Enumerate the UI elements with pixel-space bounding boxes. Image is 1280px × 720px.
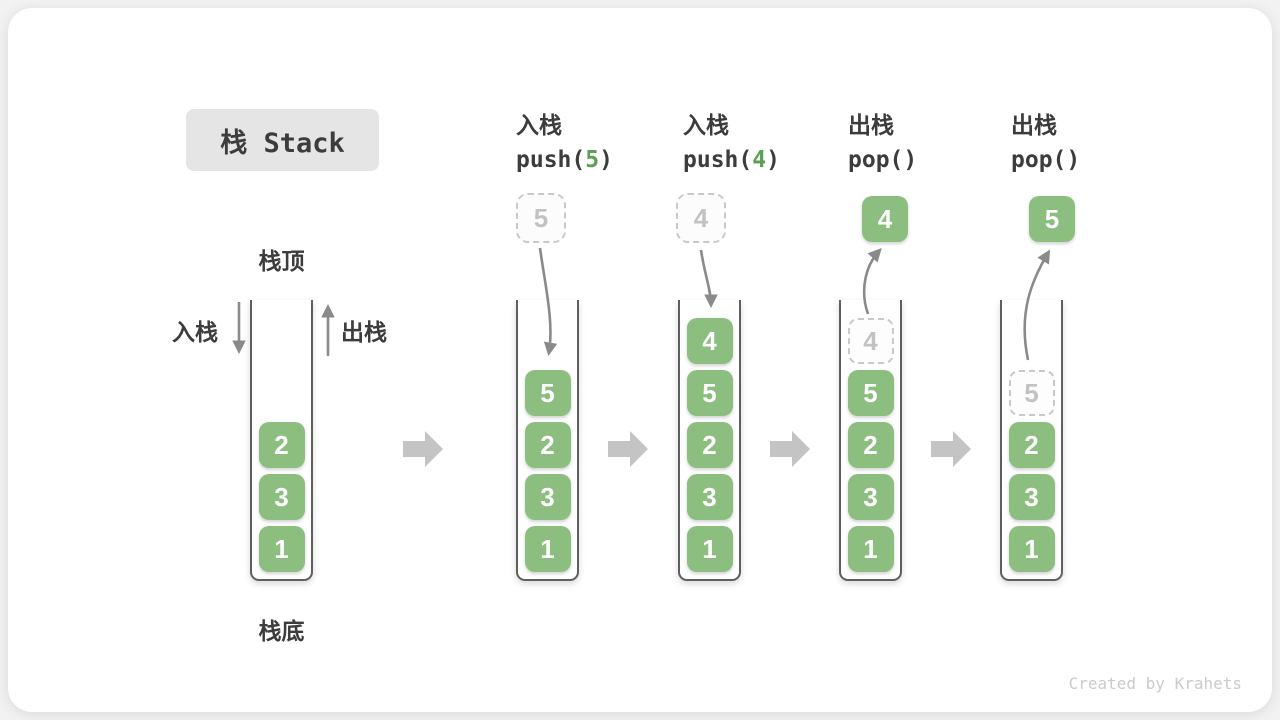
op-push-5: 入栈 push(5) xyxy=(516,106,613,173)
stack-after-pop-4: 4 5 2 3 1 xyxy=(839,300,902,581)
op-pop-2-code: pop() xyxy=(1011,147,1080,173)
stack-cell: 3 xyxy=(1008,474,1055,520)
popped-value-box-5: 5 xyxy=(1029,196,1075,242)
code-pre: push( xyxy=(516,147,586,173)
code-pre: push( xyxy=(683,147,753,173)
stack-cell: 2 xyxy=(258,422,305,468)
stack-cell: 1 xyxy=(1008,526,1055,572)
stack-cell-ghost: 4 xyxy=(847,318,894,364)
state-transition-arrow-icon xyxy=(931,431,971,467)
label-stack-top: 栈顶 xyxy=(258,248,305,274)
stack-cell: 3 xyxy=(847,474,894,520)
stack-cell: 1 xyxy=(524,526,571,572)
code-post: ) xyxy=(599,147,613,173)
state-transition-arrow-icon xyxy=(770,431,810,467)
stack-cell: 1 xyxy=(686,526,733,572)
stack-initial: 2 3 1 xyxy=(250,300,313,581)
stack-cell: 3 xyxy=(524,474,571,520)
stack-cell: 4 xyxy=(686,318,733,364)
op-pop-1-name: 出栈 xyxy=(848,112,894,138)
state-transition-arrow-icon xyxy=(403,431,443,467)
label-pop-side: 出栈 xyxy=(341,319,387,345)
code-pre: pop( xyxy=(1011,147,1067,173)
stack-after-push-5: 5 2 3 1 xyxy=(516,300,579,581)
op-push-5-code: push(5) xyxy=(516,147,613,173)
incoming-value-box-4: 4 xyxy=(676,193,726,243)
watermark: Created by Krahets xyxy=(1068,674,1242,693)
incoming-value-box-5: 5 xyxy=(516,193,566,243)
stack-cell: 2 xyxy=(524,422,571,468)
stack-cell: 3 xyxy=(258,474,305,520)
stack-cell: 5 xyxy=(686,370,733,416)
op-push-5-name: 入栈 xyxy=(516,112,562,138)
op-push-4-code: push(4) xyxy=(683,147,780,173)
state-transition-arrow-icon xyxy=(608,431,648,467)
op-pop-2: 出栈 pop() xyxy=(1011,106,1080,173)
code-pre: pop( xyxy=(848,147,904,173)
stack-cell: 5 xyxy=(847,370,894,416)
label-push-side: 入栈 xyxy=(172,319,218,345)
stack-cell: 1 xyxy=(847,526,894,572)
stack-after-pop-5: 5 2 3 1 xyxy=(1000,300,1063,581)
stack-after-push-4: 4 5 2 3 1 xyxy=(678,300,741,581)
stack-cell: 2 xyxy=(1008,422,1055,468)
code-post: ) xyxy=(766,147,780,173)
code-post: ) xyxy=(903,147,918,173)
stack-cell: 1 xyxy=(258,526,305,572)
op-pop-1: 出栈 pop() xyxy=(848,106,917,173)
op-pop-2-name: 出栈 xyxy=(1011,112,1057,138)
diagram-title: 栈 Stack xyxy=(186,109,379,171)
op-pop-1-code: pop() xyxy=(848,147,917,173)
stack-cell: 2 xyxy=(686,422,733,468)
code-arg: 4 xyxy=(752,147,767,173)
stack-cell: 2 xyxy=(847,422,894,468)
op-push-4: 入栈 push(4) xyxy=(683,106,780,173)
stack-cell: 3 xyxy=(686,474,733,520)
code-arg: 5 xyxy=(585,147,600,173)
stack-cell-ghost: 5 xyxy=(1008,370,1055,416)
label-stack-bottom: 栈底 xyxy=(258,618,305,644)
code-post: ) xyxy=(1066,147,1081,173)
stack-cell: 5 xyxy=(524,370,571,416)
op-push-4-name: 入栈 xyxy=(683,112,729,138)
popped-value-box-4: 4 xyxy=(862,196,908,242)
